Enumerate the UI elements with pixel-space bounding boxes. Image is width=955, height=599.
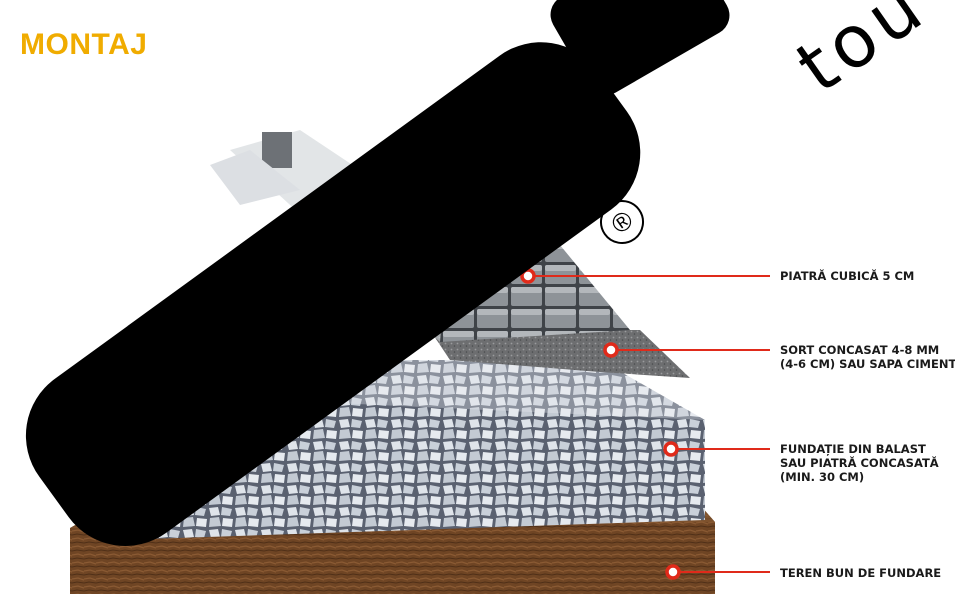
label-sort-concasat: SORT CONCASAT 4-8 MM (4-6 CM) SAU SAPA C…	[780, 343, 955, 371]
brand-logo-text: tou	[790, 0, 941, 109]
label-piatra-cubica: PIATRĂ CUBICĂ 5 CM	[780, 269, 914, 283]
registered-mark-icon: ®	[598, 198, 646, 246]
registered-mark-text: ®	[606, 204, 639, 240]
label-fundatie: FUNDAȚIE DIN BALAST SAU PIATRĂ CONCASATĂ…	[780, 442, 939, 484]
page-title: MONTAJ	[20, 28, 147, 62]
brand-logo-letters: tou	[790, 0, 955, 110]
label-teren: TEREN BUN DE FUNDARE	[780, 566, 941, 580]
